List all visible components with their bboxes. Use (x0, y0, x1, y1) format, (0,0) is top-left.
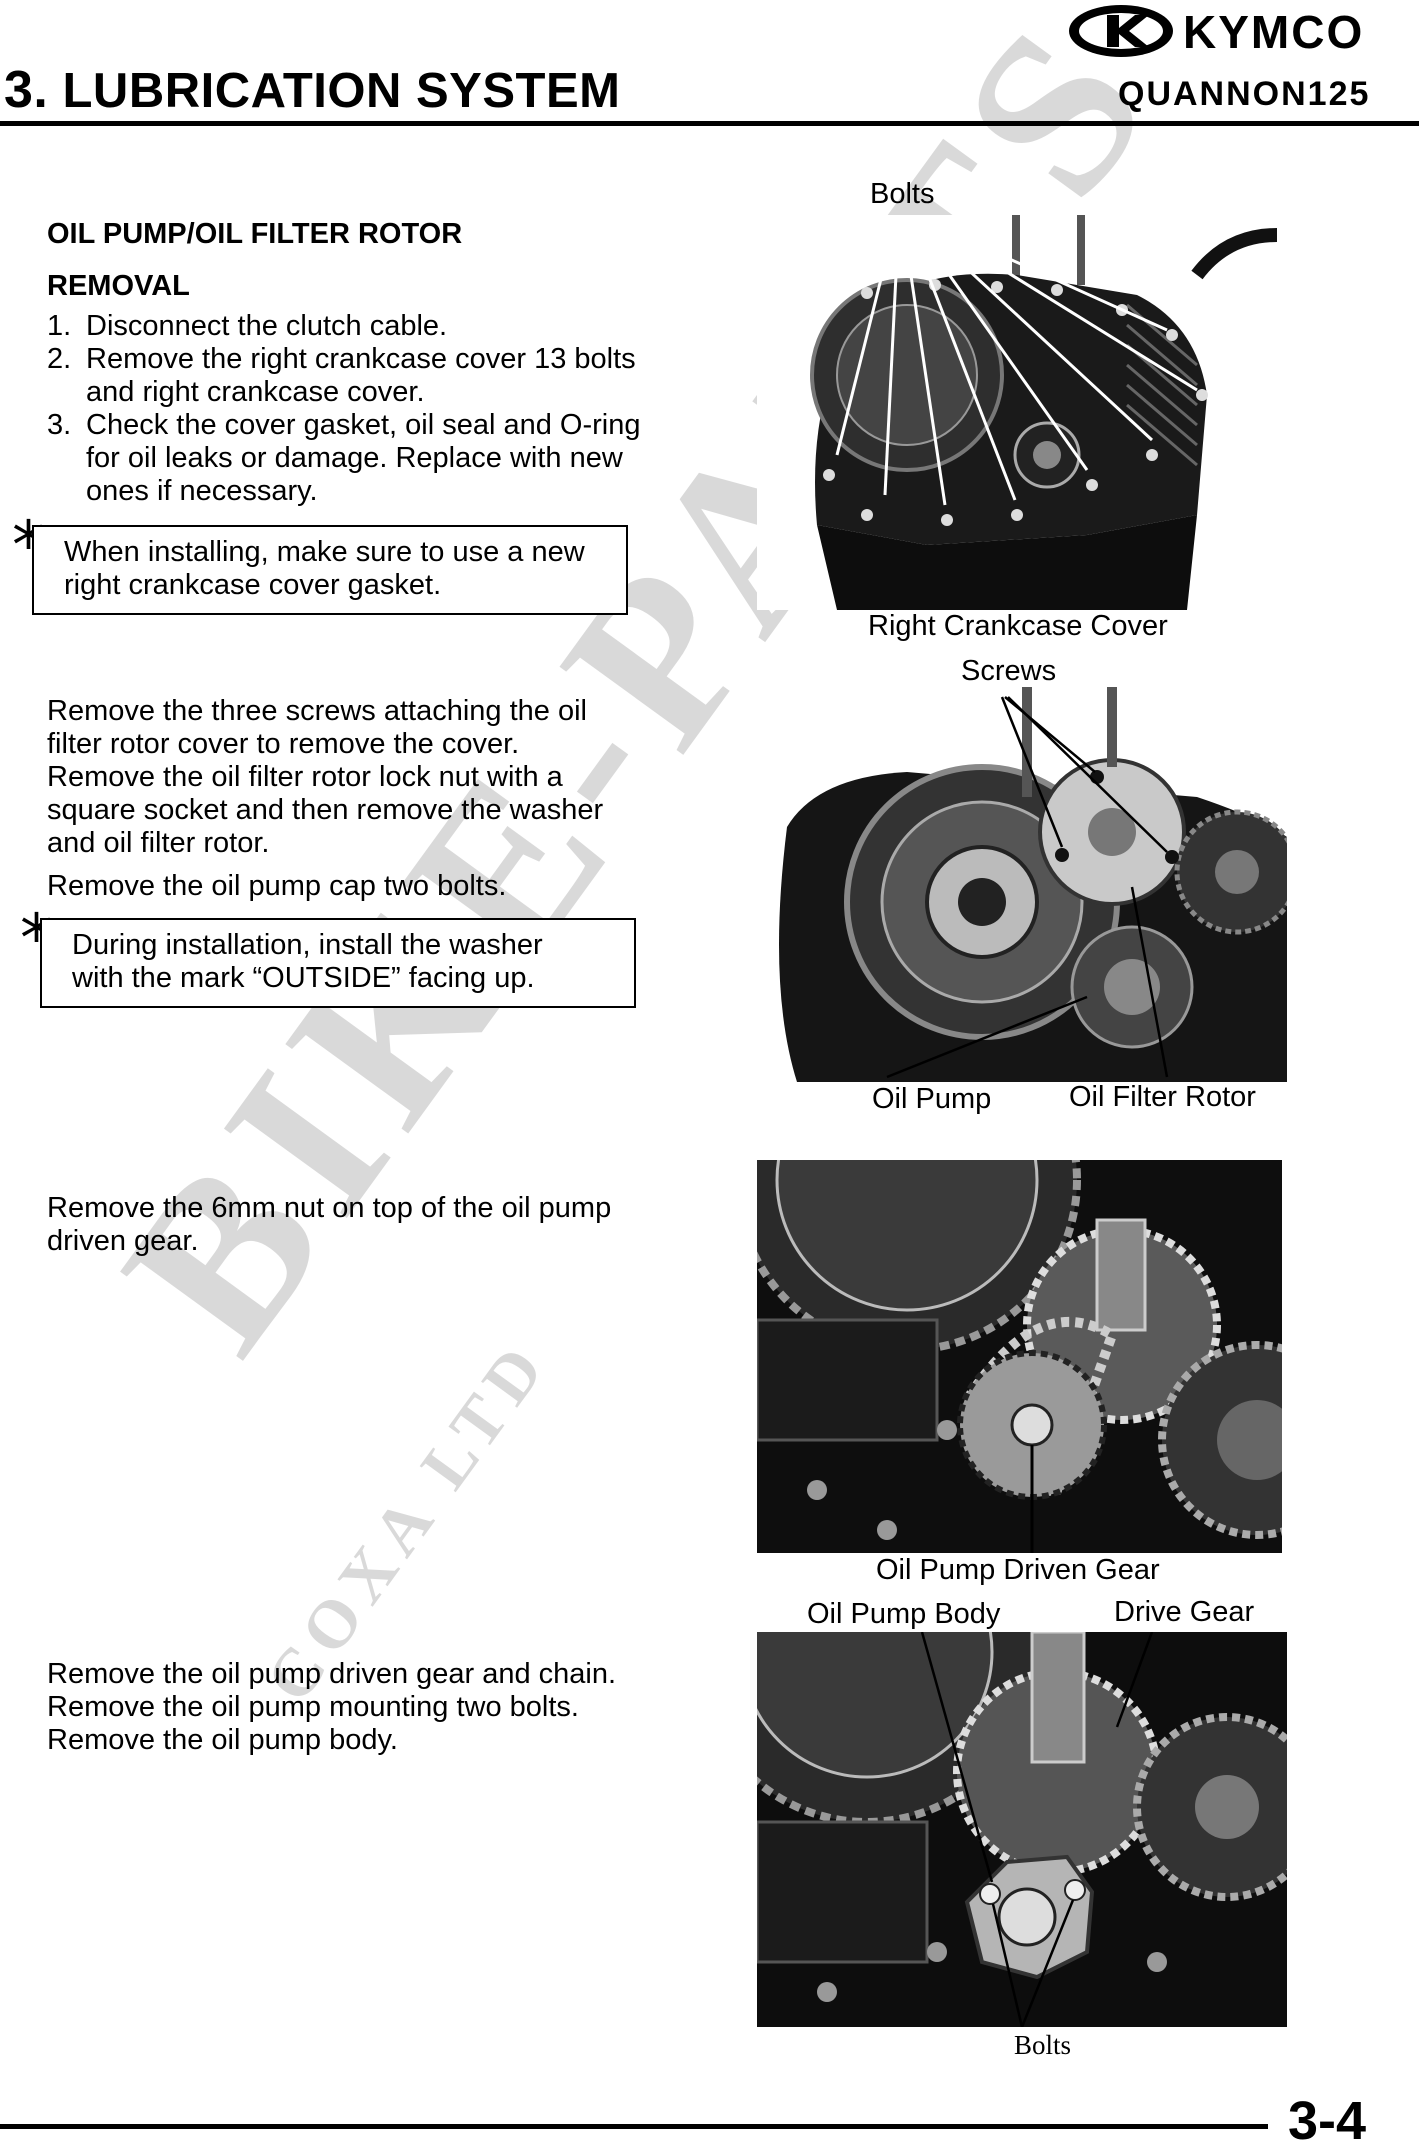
photo-oil-pump-body (757, 1632, 1287, 2027)
section-subtitle: REMOVAL (47, 270, 190, 302)
paragraph-line: Remove the oil pump mounting two bolts. (47, 1691, 579, 1723)
figure-label-oil-pump-driven-gear: Oil Pump Driven Gear (876, 1554, 1160, 1586)
figure-label-drive-gear: Drive Gear (1114, 1596, 1255, 1628)
photo-right-crankcase-cover (757, 215, 1287, 610)
section-title: OIL PUMP/OIL FILTER ROTOR (47, 218, 463, 250)
step-text: ones if necessary. (86, 475, 318, 507)
instruction-paragraph: Remove the oil pump driven gear and chai… (47, 1658, 616, 1757)
header-divider (0, 121, 1419, 126)
step-text: Disconnect the clutch cable. (86, 310, 448, 342)
note-line: During installation, install the washer (72, 929, 543, 961)
photo-oil-pump-driven-gear (757, 1160, 1282, 1553)
paragraph-line: Remove the oil filter rotor lock nut wit… (47, 761, 563, 793)
model-name: QUANNON125 (1118, 75, 1371, 113)
removal-steps: 1. Disconnect the clutch cable. 2. Remov… (47, 310, 641, 508)
note-line: with the mark “OUTSIDE” facing up. (72, 962, 535, 994)
logo-wordmark: KYMCO (1183, 6, 1364, 58)
instruction-paragraph: Remove the three screws attaching the oi… (47, 695, 603, 860)
step-number: 3. (47, 409, 72, 441)
step-number: 1. (47, 310, 72, 342)
step-text: for oil leaks or damage. Replace with ne… (86, 442, 623, 474)
paragraph-line: square socket and then remove the washer (47, 794, 604, 826)
paragraph-line: Remove the oil pump body. (47, 1724, 398, 1756)
chapter-heading: 3. LUBRICATION SYSTEM (4, 60, 620, 120)
note-box: During installation, install the washer … (40, 918, 636, 1008)
step-text: Check the cover gasket, oil seal and O-r… (86, 409, 641, 441)
step-item: 3. Check the cover gasket, oil seal and … (47, 409, 641, 508)
step-number: 2. (47, 343, 72, 375)
note-line: When installing, make sure to use a new (64, 536, 585, 568)
figure-label-screws: Screws (961, 655, 1057, 687)
chapter-number: 3. (4, 61, 49, 119)
kymco-logo: KYMCO (1065, 0, 1410, 62)
figure-label-bolts: Bolts (1014, 2030, 1072, 2060)
step-item: 2. Remove the right crankcase cover 13 b… (47, 343, 641, 409)
paragraph-line: driven gear. (47, 1225, 199, 1257)
figure-label-oil-filter-rotor: Oil Filter Rotor (1069, 1081, 1256, 1113)
step-item: 1. Disconnect the clutch cable. (47, 310, 641, 343)
figure-label-right-crankcase-cover: Right Crankcase Cover (868, 610, 1168, 642)
page-number: 3-4 (1288, 2091, 1367, 2151)
photo-oil-filter-rotor (757, 687, 1287, 1082)
note-line: right crankcase cover gasket. (64, 569, 442, 601)
footer-divider (0, 2124, 1268, 2129)
paragraph-line: and oil filter rotor. (47, 827, 270, 859)
paragraph-line: Remove the three screws attaching the oi… (47, 695, 587, 727)
figure-label-bolts: Bolts (870, 178, 935, 210)
instruction-paragraph: Remove the 6mm nut on top of the oil pum… (47, 1192, 611, 1258)
chapter-title: LUBRICATION SYSTEM (62, 64, 621, 118)
paragraph-line: Remove the oil pump driven gear and chai… (47, 1658, 617, 1690)
paragraph-line: filter rotor cover to remove the cover. (47, 728, 520, 760)
figure-label-oil-pump-body: Oil Pump Body (807, 1598, 1001, 1630)
step-text: and right crankcase cover. (86, 376, 425, 408)
note-box: When installing, make sure to use a new … (32, 525, 628, 615)
step-text: Remove the right crankcase cover 13 bolt… (86, 343, 636, 375)
figure-label-oil-pump: Oil Pump (872, 1083, 992, 1115)
instruction-paragraph: Remove the oil pump cap two bolts. (47, 870, 507, 902)
paragraph-line: Remove the 6mm nut on top of the oil pum… (47, 1192, 612, 1224)
